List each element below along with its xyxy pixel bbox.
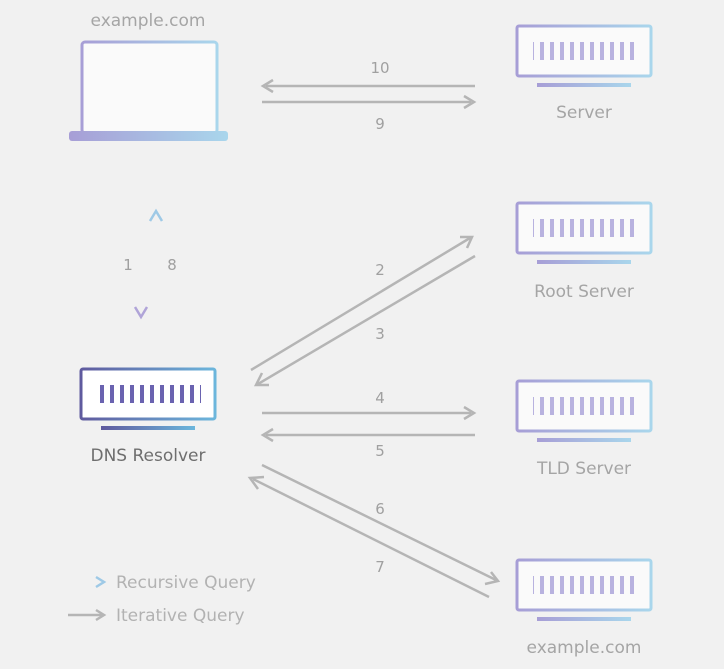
step-2-label: 2 xyxy=(375,261,385,279)
root-server-label: Root Server xyxy=(534,282,634,302)
step-7-label: 7 xyxy=(375,558,385,576)
arrow-step-4 xyxy=(262,405,477,421)
step-10-label: 10 xyxy=(370,59,389,77)
step-5-label: 5 xyxy=(375,442,385,460)
tld-server-label: TLD Server xyxy=(536,459,631,479)
arrow-step-9 xyxy=(262,94,477,110)
legend-recursive-label: Recursive Query xyxy=(116,573,256,593)
client-laptop-icon xyxy=(69,40,228,141)
arrow-step-10 xyxy=(260,78,475,94)
legend-recursive-arrow xyxy=(68,575,107,589)
tld-server-icon xyxy=(515,379,653,442)
arrow-step-3 xyxy=(253,254,476,387)
step-6-label: 6 xyxy=(375,500,385,518)
arrow-step-7 xyxy=(247,475,490,599)
arrow-step-8 xyxy=(148,208,164,318)
root-server-icon xyxy=(515,201,653,264)
step-1-label: 1 xyxy=(123,256,133,274)
dns-resolver-label: DNS Resolver xyxy=(91,446,206,466)
server-label: Server xyxy=(556,103,612,123)
client-label: example.com xyxy=(91,11,206,31)
server-icon xyxy=(515,24,653,87)
authoritative-server-label: example.com xyxy=(527,638,642,658)
step-8-label: 8 xyxy=(167,256,177,274)
step-3-label: 3 xyxy=(375,325,385,343)
arrow-step-2 xyxy=(250,235,474,372)
legend-iterative-arrow xyxy=(68,608,107,622)
arrow-step-5 xyxy=(260,427,475,443)
step-4-label: 4 xyxy=(375,389,385,407)
legend-iterative-label: Iterative Query xyxy=(116,606,245,626)
step-9-label: 9 xyxy=(375,115,385,133)
arrow-step-6 xyxy=(261,463,501,586)
authoritative-server-icon xyxy=(515,558,653,621)
dns-resolver-icon xyxy=(79,367,217,430)
arrow-step-1 xyxy=(133,210,149,320)
